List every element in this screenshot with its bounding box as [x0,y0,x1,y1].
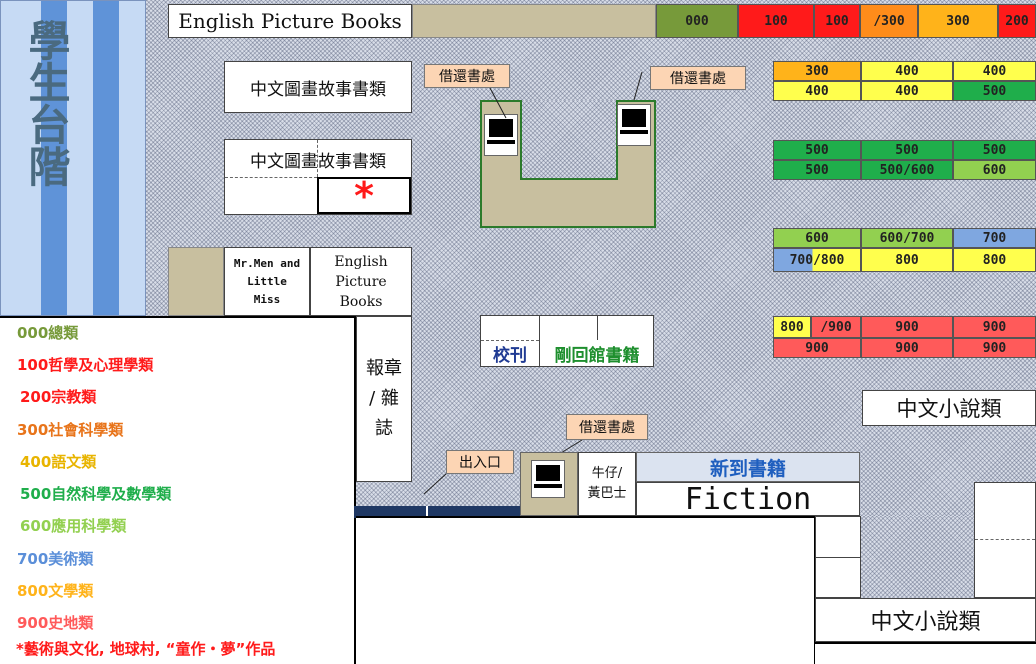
zone-newspapers-magazines: 報章 / 雜誌 [356,316,412,482]
stage: 學生台階 [0,0,146,316]
zone-chinese-picture-books-1: 中文圖畫故事書類 [224,61,412,113]
shelf-900: 900 [861,316,953,338]
shelf-900: 900 [861,338,953,358]
zone-chinese-fiction-2: 中文小說類 [815,598,1036,642]
shelf-500: 500 [773,160,861,180]
legend-800: 800文學類 [17,582,94,600]
top-shelf-100a: 100 [738,4,814,38]
top-shelf-200: 200 [998,4,1036,38]
shelf-group-4: 800 /900 900 900 900 900 900 [773,316,1036,358]
zone-school-magazine: 校刊 [493,345,527,366]
zone-chinese-picture-books-2: 中文圖畫故事書類 [250,151,386,172]
legend-200: 200宗教類 [20,388,97,406]
shelf-500-600: 500/600 [861,160,953,180]
shelf-700: 700 [953,228,1036,248]
legend-area [0,316,356,664]
stage-title: 學生台階 [22,19,71,187]
counter-label-3: 借還書處 [566,414,648,440]
top-shelf-300b: 300 [918,4,998,38]
asterisk-zone: * [317,174,411,218]
counter-label-2: 借還書處 [650,66,746,90]
legend-asterisk-note: *藝術與文化, 地球村, “童作・夢”作品 [16,640,276,658]
shelf-right-column-b [974,482,1036,598]
legend-500: 500自然科學及數學類 [20,485,172,503]
shelf-800: 800 [953,248,1036,272]
legend-700: 700美術類 [17,550,94,568]
zone-chinese-fiction-1: 中文小說類 [862,390,1036,426]
shelf-400: 400 [861,61,953,81]
legend-300: 300社會科學類 [17,421,124,439]
legend-100: 100哲學及心理學類 [17,356,154,374]
legend-400: 400語文類 [20,453,97,471]
shelf-group-2: 500 500 500 500 500/600 600 [773,140,1036,180]
shelf-600: 600 [953,160,1036,180]
zone-new-books: 新到書籍 [636,452,860,482]
wall-bottom-right [815,642,1036,664]
top-shelf-100b: 100 [814,4,860,38]
shelf-500: 500 [953,81,1036,101]
shelf-600-700: 600/700 [861,228,953,248]
legend-000: 000總類 [17,324,79,342]
tan-block-left [168,247,224,316]
zone-chinese-picture-books-2-box: 中文圖畫故事書類 * [224,139,412,218]
shelf-500: 500 [861,140,953,160]
counter-label-1: 借還書處 [424,64,510,88]
shelf-400: 400 [861,81,953,101]
shelf-900: 900 [773,338,861,358]
shelf-600: 600 [773,228,861,248]
computer-icon-2 [617,104,651,146]
top-shelf-000: 000 [656,4,738,38]
wall-strip-bottom [354,506,522,518]
shelf-800: 800 [861,248,953,272]
legend-900: 900史地類 [17,614,94,632]
top-shelf-300a: /300 [860,4,918,38]
shelf-right-column-a [815,516,861,598]
shelf-900: /900 [811,316,861,338]
wall-bottom-left [356,516,816,664]
shelf-800: 800 [773,316,811,338]
zone-mr-men: Mr.Men and Little Miss [224,247,310,316]
top-tan-block [412,4,656,38]
computer-icon-3 [531,460,565,498]
shelf-400: 400 [773,81,861,101]
shelf-500: 500 [953,140,1036,160]
zone-cowboy-yellow-bus: 牛仔/ 黃巴士 [578,452,636,516]
top-english-picture-books: English Picture Books [168,4,412,38]
shelf-900: 900 [953,338,1036,358]
shelf-400: 400 [953,61,1036,81]
shelf-group-1: 300 400 400 400 400 500 [773,61,1036,101]
shelf-500: 500 [773,140,861,160]
legend-600: 600應用科學類 [20,517,127,535]
returned-books-shelf: 校刊 剛回館書籍 [480,315,654,367]
shelf-700-800: 700/800 [773,248,861,272]
shelf-900: 900 [953,316,1036,338]
zone-fiction: Fiction [636,482,860,517]
computer-icon-1 [484,114,518,156]
shelf-group-3: 600 600/700 700 700/800 800 800 [773,228,1036,272]
zone-returned-books: 剛回館書籍 [554,345,640,366]
shelf-300: 300 [773,61,861,81]
counter-u-gap [520,100,618,180]
zone-english-picture-books: English Picture Books [310,247,412,316]
entrance-label: 出入口 [446,450,514,474]
